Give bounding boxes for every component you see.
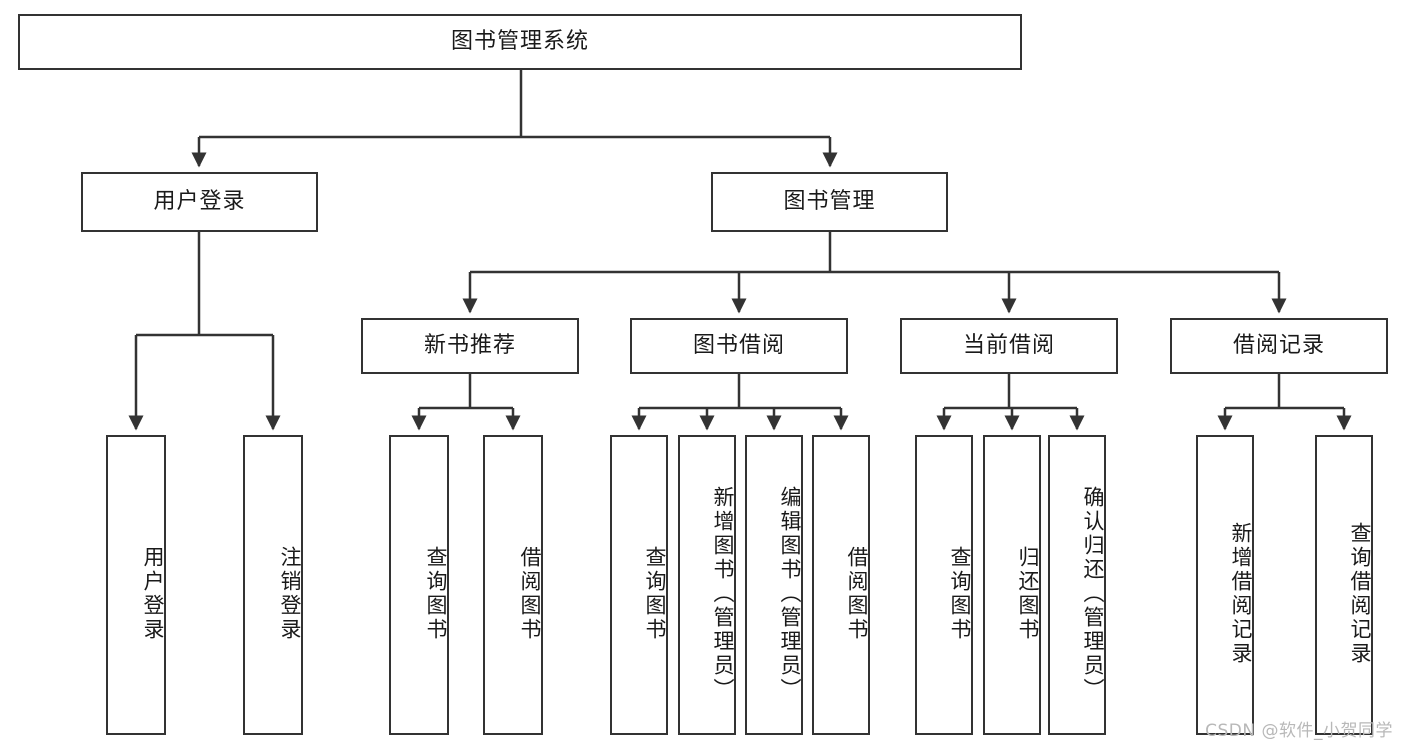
- node-borrowing-record[interactable]: 借阅记录: [1170, 318, 1388, 374]
- node-borrowing-record-label: 借阅记录: [1232, 332, 1325, 358]
- node-book-borrowing-label: 图书借阅: [692, 332, 785, 358]
- node-current-borrowing[interactable]: 当前借阅: [900, 318, 1118, 374]
- leaf-record-query-label: 查询借阅记录: [1348, 522, 1372, 666]
- node-current-borrowing-label: 当前借阅: [962, 332, 1055, 358]
- leaf-record-query[interactable]: 查询借阅记录: [1315, 435, 1373, 735]
- leaf-borrow-edit-book-label: 编辑图书（管理员）: [778, 486, 802, 702]
- leaf-borrow-query-book-label: 查询图书: [643, 546, 667, 642]
- leaf-borrow-edit-book[interactable]: 编辑图书（管理员）: [745, 435, 803, 735]
- node-user-login-label: 用户登录: [153, 188, 246, 214]
- leaf-current-confirm-return[interactable]: 确认归还（管理员）: [1048, 435, 1106, 735]
- leaf-borrow-query-book[interactable]: 查询图书: [610, 435, 668, 735]
- leaf-current-return-book[interactable]: 归还图书: [983, 435, 1041, 735]
- node-root[interactable]: 图书管理系统: [18, 14, 1022, 70]
- node-book-borrowing[interactable]: 图书借阅: [630, 318, 848, 374]
- leaf-logout[interactable]: 注销登录: [243, 435, 303, 735]
- node-book-management-label: 图书管理: [783, 188, 876, 214]
- node-root-label: 图书管理系统: [450, 28, 589, 54]
- leaf-current-query-book-label: 查询图书: [948, 546, 972, 642]
- leaf-current-return-book-label: 归还图书: [1016, 546, 1040, 642]
- leaf-rec-borrow-book[interactable]: 借阅图书: [483, 435, 543, 735]
- leaf-user-login-label: 用户登录: [141, 546, 165, 642]
- leaf-rec-borrow-book-label: 借阅图书: [518, 546, 542, 642]
- leaf-borrow-lend-book-label: 借阅图书: [845, 546, 869, 642]
- node-user-login[interactable]: 用户登录: [81, 172, 318, 232]
- leaf-current-query-book[interactable]: 查询图书: [915, 435, 973, 735]
- leaf-rec-query-book[interactable]: 查询图书: [389, 435, 449, 735]
- leaf-borrow-lend-book[interactable]: 借阅图书: [812, 435, 870, 735]
- leaf-record-add-label: 新增借阅记录: [1229, 522, 1253, 666]
- node-book-management[interactable]: 图书管理: [711, 172, 948, 232]
- leaf-borrow-add-book-label: 新增图书（管理员）: [711, 486, 735, 702]
- node-new-book-recommendation-label: 新书推荐: [423, 332, 516, 358]
- node-new-book-recommendation[interactable]: 新书推荐: [361, 318, 579, 374]
- watermark: CSDN @软件_小贺同学: [1205, 721, 1393, 741]
- leaf-borrow-add-book[interactable]: 新增图书（管理员）: [678, 435, 736, 735]
- leaf-logout-label: 注销登录: [278, 546, 302, 642]
- leaf-rec-query-book-label: 查询图书: [424, 546, 448, 642]
- leaf-current-confirm-return-label: 确认归还（管理员）: [1081, 486, 1105, 702]
- leaf-user-login[interactable]: 用户登录: [106, 435, 166, 735]
- leaf-record-add[interactable]: 新增借阅记录: [1196, 435, 1254, 735]
